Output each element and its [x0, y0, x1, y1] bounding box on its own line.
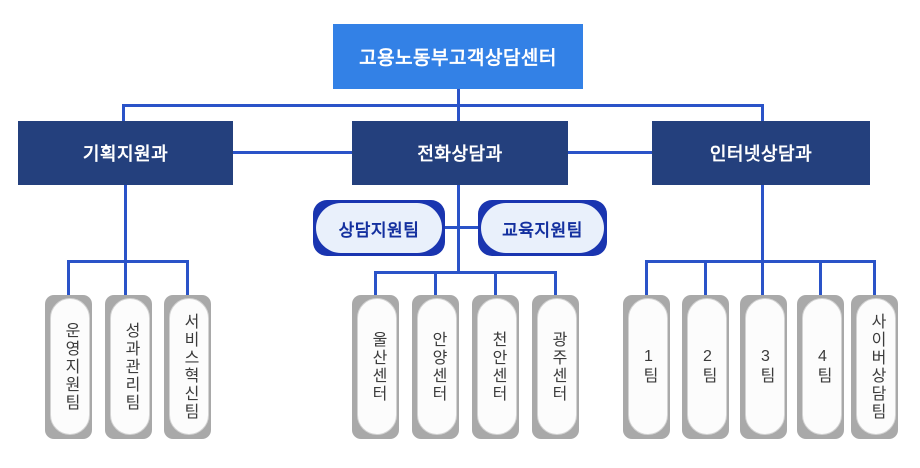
team-pill-surface: 울산센터: [357, 298, 397, 435]
team-pill: 안양센터: [412, 295, 459, 439]
connector-stub-phone-4: [554, 271, 557, 297]
connector-stub-planning-3: [186, 260, 189, 297]
team-pill-surface: 3팀: [745, 298, 785, 435]
team-label: 천안센터: [489, 330, 506, 403]
team-label: 운영지원팀: [62, 321, 79, 412]
connector-mid-right: [568, 151, 652, 154]
team-pill: 3팀: [740, 295, 787, 439]
connector-stub-internet-4: [819, 260, 822, 297]
team-label: 4팀: [814, 348, 831, 385]
team-pill-surface: 광주센터: [537, 298, 577, 435]
connector-stub-phone-1: [374, 271, 377, 297]
team-label: 서비스혁신팀: [181, 312, 198, 421]
connector-drop-planning: [122, 104, 125, 122]
team-pill: 사이버상담팀: [851, 295, 898, 439]
connector-drop-internet: [761, 104, 764, 122]
support-pill-education: 교육지원팀: [478, 200, 607, 256]
dept-box-internet: 인터넷상담과: [652, 121, 870, 185]
connector-stub-internet-2: [704, 260, 707, 297]
connector-stub-internet-1: [645, 260, 648, 297]
connector-stub-planning-1: [67, 260, 70, 297]
team-pill-surface: 서비스혁신팀: [169, 298, 209, 435]
connector-dist-planning: [67, 260, 189, 263]
support-pill-counsel: 상담지원팀: [313, 200, 445, 256]
team-label: 성과관리팀: [122, 321, 139, 412]
team-pill: 2팀: [682, 295, 729, 439]
team-pill: 4팀: [797, 295, 844, 439]
dept-label-planning: 기획지원과: [82, 144, 169, 164]
support-pill-counsel-surface: 상담지원팀: [316, 203, 442, 253]
team-pill-surface: 1팀: [628, 298, 668, 435]
team-pill: 1팀: [623, 295, 670, 439]
connector-support-link: [445, 226, 478, 229]
dept-label-phone: 전화상담과: [417, 144, 503, 164]
connector-mid-left: [233, 151, 352, 154]
connector-dist-internet: [645, 260, 876, 263]
dept-box-phone: 전화상담과: [352, 121, 568, 185]
team-pill-surface: 천안센터: [477, 298, 517, 435]
team-pill-surface: 운영지원팀: [50, 298, 90, 435]
team-label: 3팀: [757, 348, 774, 385]
team-pill: 광주센터: [532, 295, 579, 439]
team-pill-surface: 성과관리팀: [110, 298, 150, 435]
team-label: 안양센터: [429, 330, 446, 403]
team-pill-surface: 4팀: [802, 298, 842, 435]
team-label: 사이버상담팀: [868, 312, 885, 421]
support-pill-education-surface: 교육지원팀: [481, 203, 604, 253]
team-pill: 울산센터: [352, 295, 399, 439]
connector-planning-down: [124, 185, 127, 297]
support-label-education: 교육지원팀: [502, 220, 583, 240]
dept-box-planning: 기획지원과: [18, 121, 233, 185]
team-pill: 성과관리팀: [105, 295, 152, 439]
root-org-label: 고용노동부고객상담센터: [359, 48, 557, 69]
team-label: 울산센터: [369, 330, 386, 403]
team-pill: 천안센터: [472, 295, 519, 439]
connector-internet-down: [761, 185, 764, 297]
team-pill-surface: 안양센터: [417, 298, 457, 435]
dept-label-internet: 인터넷상담과: [709, 144, 813, 164]
team-pill: 운영지원팀: [45, 295, 92, 439]
team-pill: 서비스혁신팀: [164, 295, 211, 439]
connector-stub-phone-2: [434, 271, 437, 297]
root-org-box: 고용노동부고객상담센터: [333, 24, 583, 89]
connector-main-horizontal: [122, 104, 764, 107]
connector-dist-phone: [374, 271, 557, 274]
team-label: 2팀: [699, 348, 716, 385]
team-label: 1팀: [640, 348, 657, 385]
connector-stub-phone-3: [494, 271, 497, 297]
connector-stub-internet-5: [873, 260, 876, 297]
team-pill-surface: 사이버상담팀: [856, 298, 896, 435]
connector-phone-down: [457, 185, 460, 273]
support-label-counsel: 상담지원팀: [338, 220, 420, 240]
team-label: 광주센터: [549, 330, 566, 403]
team-pill-surface: 2팀: [687, 298, 727, 435]
